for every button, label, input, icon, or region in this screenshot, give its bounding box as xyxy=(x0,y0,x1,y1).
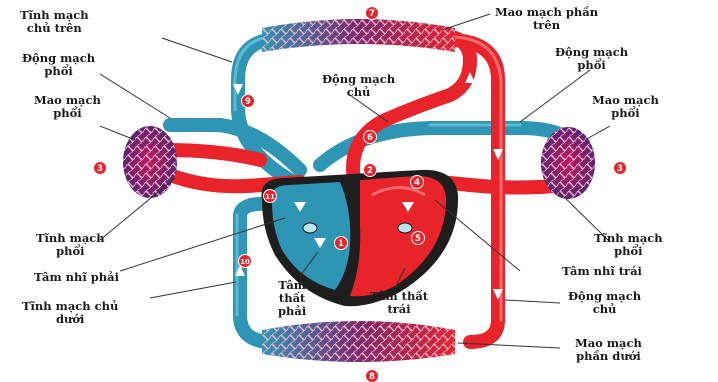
capillary-lower xyxy=(262,321,455,362)
label-right-atrium: Tâm nhĩ phải xyxy=(34,270,119,284)
badge-number-6: 6 xyxy=(367,133,373,143)
lung-capillary-left xyxy=(123,126,177,198)
label-left-atrium: Tâm nhĩ trái xyxy=(562,264,642,278)
badge-number-2: 2 xyxy=(367,166,373,176)
arrow-heart-left xyxy=(402,202,414,212)
badges: 1 2 3 3 4 5 6 7 8 9 10 11 xyxy=(93,6,627,382)
label-pulmonary-artery-left: Động mạch phổi xyxy=(22,51,96,78)
badge-number-3: 3 xyxy=(97,164,103,174)
badge-circle-10 xyxy=(238,254,252,268)
right-heart-chambers xyxy=(271,182,351,290)
badge-number-10: 10 xyxy=(240,258,250,266)
badge-number-1: 1 xyxy=(338,239,344,249)
badge-circle-7 xyxy=(365,6,379,20)
label-right-ventricle: Tâm thất phải xyxy=(278,278,307,318)
tricuspid-valve xyxy=(302,222,318,234)
label-inferior-vena-cava: Tĩnh mạch chủ dưới xyxy=(22,299,119,326)
lung-capillary-right xyxy=(541,127,595,199)
arrow-down-svc xyxy=(233,84,243,95)
badge-circle-11 xyxy=(263,189,277,203)
label-pulmonary-capillaries-left: Mao mạch phổi xyxy=(34,93,101,120)
label-pulmonary-artery-right: Động mạch phổi xyxy=(555,45,629,72)
badge-circle-4 xyxy=(410,175,424,189)
label-upper-capillaries: Mao mạch phần trên xyxy=(495,5,599,32)
badge-circle-6 xyxy=(363,130,377,144)
label-left-ventricle: Tâm thất trái xyxy=(370,289,429,316)
arrow-down-aorta-right xyxy=(493,149,503,160)
badge-circle-8 xyxy=(365,369,379,382)
label-pulmonary-capillaries-right: Mao mạch phổi xyxy=(592,93,659,120)
mitral-valve xyxy=(397,222,413,234)
badge-number-8: 8 xyxy=(369,372,375,382)
leader-lines xyxy=(99,13,611,349)
badge-number-3: 3 xyxy=(617,164,623,174)
badge-number-11: 11 xyxy=(265,193,275,201)
badge-number-7: 7 xyxy=(369,9,375,19)
badge-number-4: 4 xyxy=(414,178,420,188)
label-aorta-top: Động mạch chủ xyxy=(322,72,396,99)
badge-circle-9 xyxy=(241,94,255,108)
label-pulmonary-vein-left: Tĩnh mạch phổi xyxy=(36,231,105,258)
arrow-heart-right xyxy=(294,202,306,212)
label-aorta-bottom: Động mạch chủ xyxy=(568,289,642,316)
arrow-heart-ventricle xyxy=(314,238,326,248)
label-pulmonary-vein-right: Tĩnh mạch phổi xyxy=(594,231,663,258)
capillary-upper xyxy=(262,19,455,52)
badge-circle-3 xyxy=(93,161,107,175)
arrow-up-aorta-arch xyxy=(465,72,475,83)
arrow-down-aorta-right-2 xyxy=(493,289,503,300)
badge-number-9: 9 xyxy=(245,97,251,107)
label-superior-vena-cava: Tĩnh mạch chủ trên xyxy=(20,8,89,35)
badge-circle-1 xyxy=(334,236,348,250)
left-heart-chambers xyxy=(350,175,446,297)
badge-circle-3 xyxy=(613,161,627,175)
badge-number-5: 5 xyxy=(415,234,421,244)
badge-circle-2 xyxy=(363,163,377,177)
label-lower-capillaries: Mao mạch phần dưới xyxy=(575,336,642,363)
flow-arrows xyxy=(233,72,503,300)
oxygenated-vessel-highlight xyxy=(448,35,503,322)
badge-circle-5 xyxy=(411,231,425,245)
arrow-up-left-vein xyxy=(235,265,245,276)
